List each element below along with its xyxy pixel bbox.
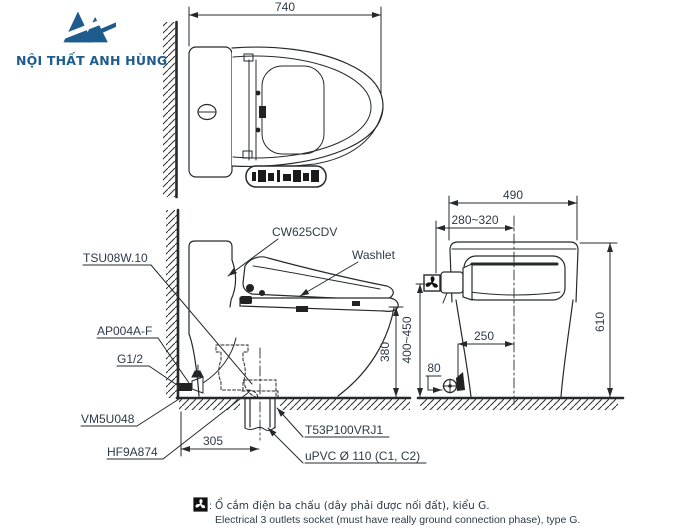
wall-hatch: [163, 22, 176, 197]
legend: : Ổ cắm điện ba chấu (dây phải được nối …: [193, 497, 580, 526]
label-t53p100vrj1: T53P100VRJ1: [305, 423, 383, 437]
legend-colon: :: [209, 500, 212, 512]
label-washlet: Washlet: [352, 248, 396, 262]
dim-80-value: 80: [427, 361, 441, 375]
toilet-top-outline: [188, 46, 384, 178]
legend-note-vi: Ổ cắm điện ba chấu (dây phải được nối đấ…: [215, 497, 490, 512]
dim-80: 80: [425, 361, 443, 393]
dim-250: 250: [457, 329, 515, 379]
wall-hatch: [166, 210, 178, 398]
power-socket-icon: [423, 274, 441, 292]
mountain-swoosh-logo-icon: [58, 11, 116, 43]
dim-305-value: 305: [203, 434, 223, 448]
dim-400-450-value: 400~450: [400, 316, 414, 363]
supply-valve-front: [442, 372, 465, 394]
stop-valve-assembly: [179, 337, 237, 394]
label-cw625cdv: CW625CDV: [272, 225, 337, 239]
legend-note-en: Electrical 3 outlets socket (must have r…: [215, 514, 580, 526]
remote-control-top: [245, 165, 327, 188]
dim-610-value: 610: [593, 312, 607, 332]
label-tsu08w10: TSU08W.10: [83, 251, 148, 265]
dim-400-450: 400~450: [400, 283, 426, 398]
dim-280-320-value: 280~320: [451, 213, 498, 227]
toilet-front-outline: [440, 215, 579, 405]
trapway-dashed: [215, 344, 277, 399]
dim-740-value: 740: [275, 0, 295, 14]
toilet-side-outline: [188, 240, 399, 397]
label-ap004a-f: AP004A-F: [97, 324, 152, 338]
side-view: 305 380 CW625CDV Washlet TSU08W.10 AP004…: [80, 208, 427, 464]
front-view: 490 280~320 610 400~450: [400, 188, 625, 410]
dim-490-value: 490: [503, 188, 523, 202]
dim-380-value: 380: [378, 342, 392, 362]
label-g1-2: G1/2: [117, 352, 143, 366]
floor-hatch: [420, 399, 618, 410]
dim-740: 740: [188, 0, 382, 101]
part-labels: CW625CDV Washlet TSU08W.10 AP004A-F G1/2…: [80, 225, 427, 464]
dim-380: 380: [378, 306, 404, 398]
top-view: 740: [163, 0, 384, 199]
dim-490: 490: [448, 188, 578, 241]
dim-610: 610: [579, 242, 618, 398]
label-hf9a874: HF9A874: [107, 445, 158, 459]
floor-hatch: [179, 399, 410, 410]
dim-305: 305: [180, 411, 260, 457]
brand-logo: NỘI THẤT ANH HÙNG: [16, 5, 168, 68]
dim-280-320: 280~320: [435, 213, 515, 274]
label-vm5u048: VM5U048: [81, 412, 135, 426]
power-socket-legend-icon: [193, 497, 208, 512]
brand-name: NỘI THẤT ANH HÙNG: [16, 53, 168, 68]
label-upvc-110: uPVC Ø 110 (C1, C2): [305, 449, 420, 463]
dim-250-value: 250: [474, 329, 494, 343]
